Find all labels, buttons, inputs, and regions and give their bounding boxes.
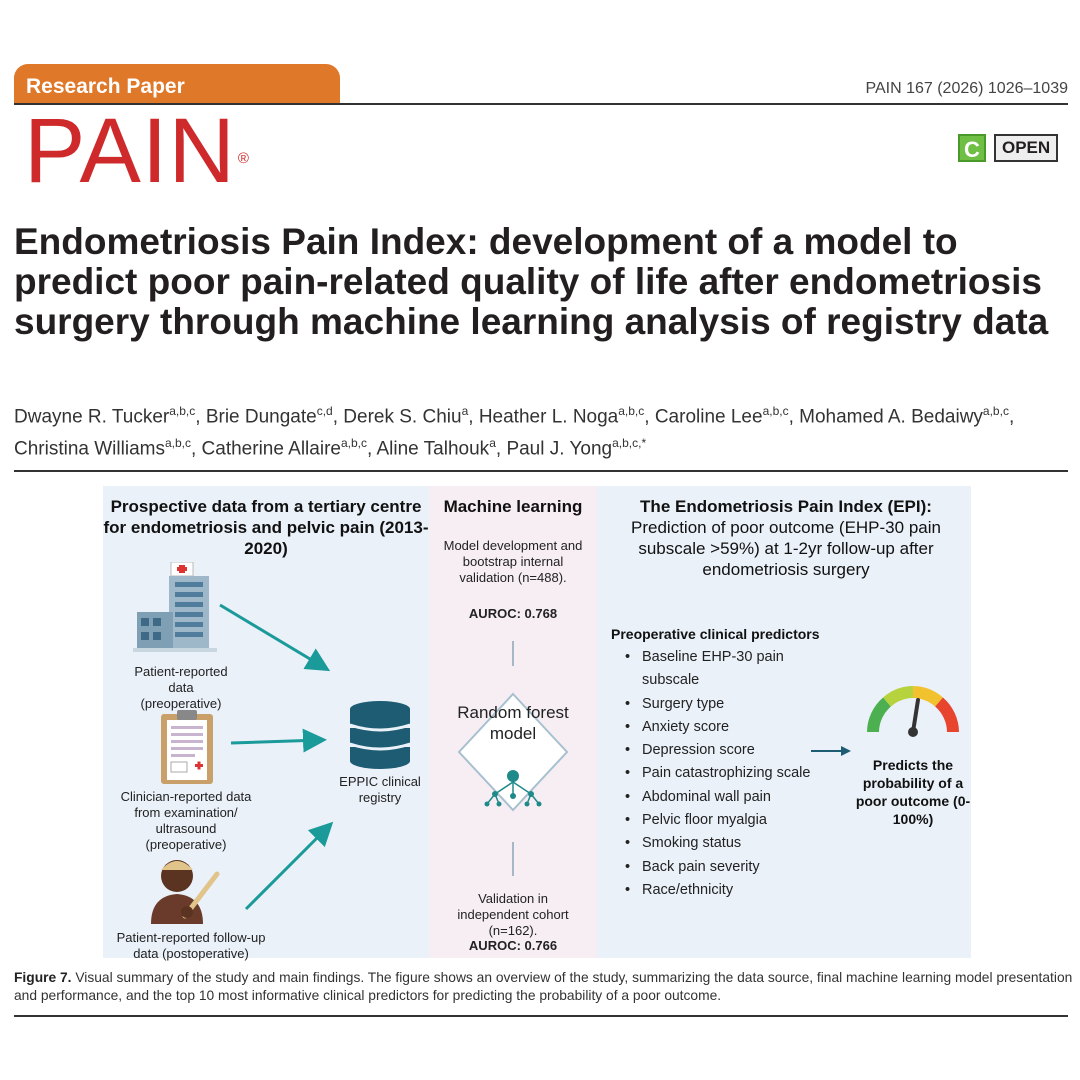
article-type-badge: Research Paper — [14, 64, 340, 104]
registered-mark: ® — [237, 150, 250, 167]
patient-writing-icon — [151, 860, 220, 924]
predictor-item: Baseline EHP-30 pain subscale — [625, 646, 825, 693]
predictor-item: Smoking status — [625, 832, 825, 856]
epi-heading: The Endometriosis Pain Index (EPI): Pred… — [601, 496, 971, 580]
arrow-patient-postop — [244, 821, 334, 911]
author-affiliation: a,b,c — [169, 404, 196, 418]
model-hexagon — [457, 692, 569, 812]
author-name: Brie Dungate — [205, 406, 317, 428]
patient-preop-label: Patient-reported data (preoperative) — [134, 664, 228, 711]
predictor-item: Race/ethnicity — [625, 879, 825, 903]
author-name: Aline Talhouk — [376, 438, 490, 460]
data-source-heading: Prospective data from a tertiary centre … — [103, 497, 429, 558]
author-name: Heather L. Noga — [478, 406, 619, 428]
article-title: Endometriosis Pain Index: development of… — [14, 221, 1049, 342]
registry-label: EPPIC clinical registry — [339, 774, 421, 805]
author-name: Catherine Allaire — [201, 438, 341, 460]
epi-heading-bold: The Endometriosis Pain Index (EPI): — [640, 497, 932, 516]
author-affiliation: a,b,c — [762, 404, 789, 418]
author-name: Mohamed A. Bedaiwy — [799, 406, 983, 428]
author-affiliation: a — [489, 436, 496, 451]
clipboard-icon — [161, 710, 213, 784]
predictor-item: Back pain severity — [625, 856, 825, 880]
open-access-label: OPEN — [994, 134, 1059, 162]
outcome-text: Predicts the probability of a poor outco… — [855, 757, 971, 827]
author-name: Dwayne R. Tucker — [14, 406, 170, 428]
hospital-icon — [133, 562, 217, 652]
dev-auroc: AUROC: 0.768 — [468, 606, 558, 621]
journal-citation: PAIN 167 (2026) 1026–1039 — [865, 80, 1068, 97]
author-name: Paul J. Yong — [506, 438, 613, 460]
predictor-item: Anxiety score — [625, 716, 825, 740]
author-affiliation: a,b,c — [164, 436, 191, 451]
figure-visual-summary: Prospective data from a tertiary centre … — [103, 486, 971, 961]
figure-caption: Figure 7. Visual summary of the study an… — [14, 969, 1074, 1005]
predictor-item: Pain catastrophizing scale — [625, 762, 825, 786]
predictor-item: Abdominal wall pain — [625, 786, 825, 810]
author-affiliation: a,b,c — [340, 436, 367, 451]
database-icon — [349, 701, 411, 769]
arrow-patient-preop — [219, 603, 331, 672]
journal-logo: PAIN® — [24, 105, 250, 197]
author-name: Christina Williams — [14, 438, 165, 460]
predictors-title: Preoperative clinical predictors — [611, 626, 820, 642]
epi-heading-rest: Prediction of poor outcome (EHP-30 pain … — [631, 518, 941, 579]
author-name: Caroline Lee — [654, 406, 763, 428]
caption-divider — [14, 1015, 1068, 1017]
data-flow-arrows — [219, 603, 334, 911]
probability-gauge-icon — [867, 686, 959, 737]
author-affiliation: a,b,c — [618, 404, 645, 418]
open-access-badge: C OPEN — [958, 134, 1059, 162]
patient-postop-label: Patient-reported follow-up data (postope… — [116, 930, 266, 961]
article-type-label: Research Paper — [26, 75, 185, 98]
independent-auroc: AUROC: 0.766 — [468, 938, 558, 953]
title-divider — [14, 470, 1068, 472]
author-name: Derek S. Chiu — [343, 406, 462, 428]
independent-validation-text: Validation in independent cohort (n=162)… — [457, 891, 569, 938]
author-affiliation: a,b,c — [982, 404, 1009, 418]
author-affiliation: a,b,c,* — [612, 436, 647, 451]
predictor-item: Depression score — [625, 739, 825, 763]
figure-caption-text: Visual summary of the study and main fin… — [14, 970, 1073, 1003]
arrow-clinician — [230, 728, 327, 753]
outcome-arrow — [811, 746, 851, 756]
figure-label: Figure 7. — [14, 970, 72, 985]
clinician-preop-label: Clinician-reported data from examination… — [120, 789, 252, 852]
author-affiliation: a — [461, 404, 469, 418]
header-divider — [14, 103, 1068, 105]
model-label: Random forest model — [457, 703, 569, 743]
predictor-item: Surgery type — [625, 693, 825, 717]
predictor-item: Pelvic floor myalgia — [625, 809, 825, 833]
ml-heading: Machine learning — [443, 497, 583, 516]
journal-name: PAIN — [24, 100, 236, 202]
dev-validation-text: Model development and bootstrap internal… — [443, 538, 583, 585]
author-list: Dwayne R. Tuckera,b,c, Brie Dungatec,d, … — [14, 404, 1015, 460]
model-diagram — [457, 641, 569, 876]
predictor-list: Baseline EHP-30 pain subscaleSurgery typ… — [625, 646, 825, 903]
author-affiliation: c,d — [316, 404, 333, 418]
open-access-icon: C — [958, 134, 986, 162]
